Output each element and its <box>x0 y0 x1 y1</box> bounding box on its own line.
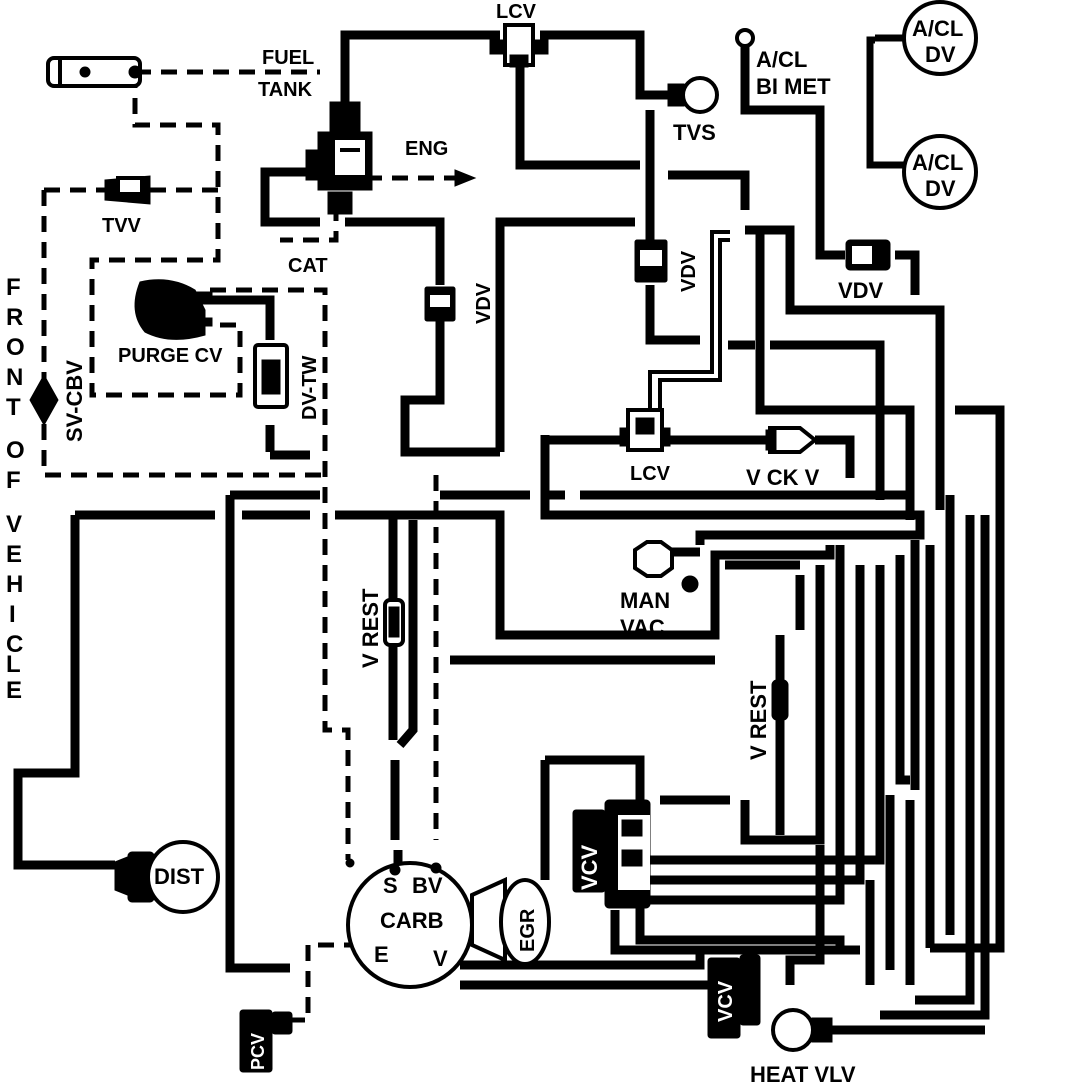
dashed-hoses <box>41 69 460 1023</box>
egr-valve <box>470 876 551 966</box>
carb-bv-label: BV <box>412 873 443 898</box>
vcv-left-valve <box>572 799 651 909</box>
v-rest-left-restrictor <box>383 598 405 647</box>
carburetor <box>345 858 474 989</box>
tvv-label: TVV <box>102 215 142 237</box>
vdv-left-label: VDV <box>473 282 495 324</box>
eng-label: ENG <box>405 138 448 160</box>
v-ck-v-valve <box>765 426 819 454</box>
lcv-tube <box>658 238 730 408</box>
carb-v-label: V <box>433 946 448 971</box>
tank-label: TANK <box>258 79 313 101</box>
carb-s-label: S <box>383 873 398 898</box>
lcv-mid-label: LCV <box>630 463 671 485</box>
acl-bimet-label-line1: A/CL <box>756 47 807 72</box>
canister-control-valve <box>305 101 373 215</box>
acl-bimet-label-line2: BI MET <box>756 74 831 99</box>
eng-port-icon <box>454 169 477 187</box>
vdv-mid-label: VDV <box>678 250 700 292</box>
fuel-label: FUEL <box>262 47 314 69</box>
vcv-right-valve <box>707 954 761 1039</box>
acl-dv-top <box>875 0 978 76</box>
side-letter: C <box>6 631 23 658</box>
distributor <box>114 840 220 914</box>
heat-valve <box>771 1008 833 1052</box>
acl-dv-bottom-label-line2: DV <box>925 176 956 201</box>
acl-bimet-port <box>735 28 755 48</box>
lcv-top-label: LCV <box>496 1 537 23</box>
vcv-left-label: VCV <box>577 844 602 890</box>
vcv-right-label: VCV <box>715 980 737 1022</box>
lcv-tube <box>648 230 730 408</box>
side-letter: N <box>6 364 23 391</box>
pcv-label: PCV <box>248 1033 268 1070</box>
side-letter: L <box>6 651 21 678</box>
side-letter: O <box>6 334 25 361</box>
man-vac-fitting <box>633 540 700 593</box>
sv-cbv-label: SV-CBV <box>62 360 87 442</box>
side-letter: O <box>6 437 25 464</box>
man-vac-label-line2: VAC <box>620 615 665 640</box>
carb-label: CARB <box>380 908 444 933</box>
acl-dv-bottom <box>902 134 978 210</box>
dist-label: DIST <box>154 864 205 889</box>
side-letter: R <box>6 304 23 331</box>
purge-cv-label: PURGE CV <box>118 345 223 367</box>
front-of-vehicle-label: F R O N T O F V E H I C L E <box>6 274 25 704</box>
acl-dv-top-label-line2: DV <box>925 42 956 67</box>
acl-dv-bottom-label-line1: A/CL <box>912 150 963 175</box>
side-letter: V <box>6 511 22 538</box>
lcv-top-valve <box>489 23 549 68</box>
v-ck-v-label: V CK V <box>746 465 820 490</box>
fuel-tank-fitting <box>46 56 142 88</box>
lcv-mid-valve <box>619 408 671 452</box>
cat-label: CAT <box>288 255 328 277</box>
tvv-valve <box>104 175 151 205</box>
sv-cbv-valve <box>29 373 59 427</box>
side-letter: F <box>6 467 21 494</box>
acl-dv-top-label-line1: A/CL <box>912 16 963 41</box>
egr-label: EGR <box>517 908 539 952</box>
vdv-right-valve <box>845 239 891 271</box>
side-letter: H <box>6 571 23 598</box>
v-rest-left-label: V REST <box>358 588 383 668</box>
dv-tw-valve <box>253 343 289 409</box>
dv-tw-label: DV-TW <box>299 355 321 420</box>
man-vac-label-line1: MAN <box>620 588 670 613</box>
v-rest-right-label: V REST <box>746 680 771 760</box>
pcv-valve <box>239 1009 293 1073</box>
side-letter: I <box>9 601 16 628</box>
tvs-valve <box>667 76 719 114</box>
v-rest-right-restrictor <box>771 679 789 721</box>
side-letter: E <box>6 677 22 704</box>
purge-cv-valve <box>134 279 213 340</box>
heat-vlv-label: HEAT VLV <box>750 1062 856 1087</box>
solid-hoses <box>13 30 1005 1035</box>
tvs-label: TVS <box>673 120 716 145</box>
vdv-mid-valve <box>634 239 668 283</box>
side-letter: F <box>6 274 21 301</box>
side-letter: T <box>6 394 21 421</box>
vdv-left-valve <box>424 286 456 322</box>
carb-e-label: E <box>374 942 389 967</box>
side-letter: E <box>6 541 22 568</box>
vdv-right-label: VDV <box>838 278 884 303</box>
